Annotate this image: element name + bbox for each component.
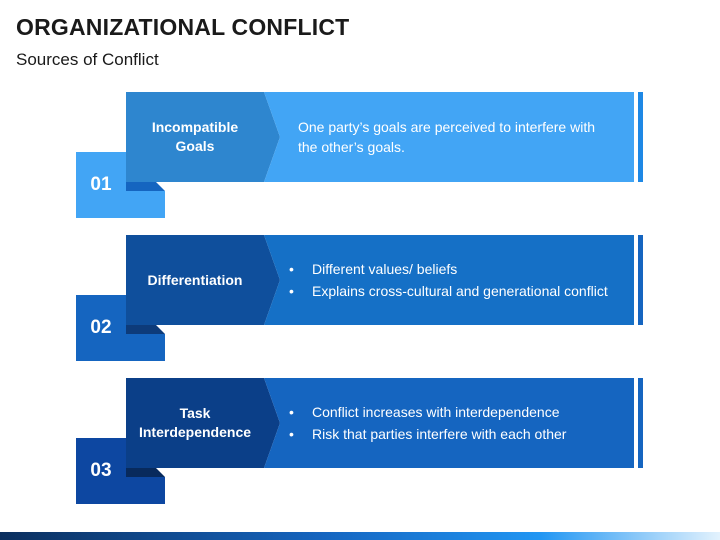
edge-accent <box>638 378 643 468</box>
item-label-line: Incompatible <box>151 119 239 135</box>
item-description: One party’s goals are perceived to inter… <box>264 92 634 182</box>
bullet-dot-icon: • <box>289 426 294 442</box>
bullet-list: • Different values/ beliefs • Explains cros… <box>264 257 634 303</box>
bullet-text: Explains cross-cultural and generational… <box>312 283 608 299</box>
bullet-dot-icon: • <box>289 404 294 420</box>
item-number: 02 <box>76 295 126 361</box>
bullet-text: Different values/ beliefs <box>312 261 458 277</box>
bullet-dot-icon: • <box>289 283 294 299</box>
item-label-line: Interdependence <box>138 424 252 440</box>
item-number: 01 <box>76 152 126 218</box>
page-subtitle: Sources of Conflict <box>16 50 159 69</box>
chevron-arrow <box>256 92 280 182</box>
item-description: • Different values/ beliefs • Explains cros… <box>264 235 634 325</box>
footer-bar <box>0 532 720 540</box>
bullet-item: • Conflict increases with interdependence <box>289 402 624 422</box>
item-label: Differentiation <box>126 235 264 325</box>
page-title: ORGANIZATIONAL CONFLICT <box>16 14 350 40</box>
bullet-item: • Explains cross-cultural and generationa… <box>289 281 624 301</box>
edge-accent <box>638 235 643 325</box>
item-label-line: Differentiation <box>147 271 243 288</box>
bullet-item: • Risk that parties interfere with each o… <box>289 424 624 444</box>
bullet-list: • Conflict increases with interdependence… <box>264 400 634 446</box>
item-number: 03 <box>76 438 126 504</box>
item-label-line: Task <box>179 405 211 421</box>
bullet-item: • Different values/ beliefs <box>289 259 624 279</box>
bullet-text: Conflict increases with interdependence <box>312 404 560 420</box>
number-tab: 02 <box>76 295 165 361</box>
description-text: One party’s goals are perceived to inter… <box>298 119 596 155</box>
bullet-dot-icon: • <box>289 261 294 277</box>
conflict-item-02: 02 Differentiation • Different values/ beli… <box>0 235 720 365</box>
item-description: • Conflict increases with interdependence… <box>264 378 634 468</box>
item-label-line: Goals <box>175 138 215 154</box>
edge-accent <box>638 92 643 182</box>
bullet-text: Risk that parties interfere with each ot… <box>312 426 567 442</box>
chevron-arrow <box>256 378 280 468</box>
chevron-arrow <box>256 235 280 325</box>
